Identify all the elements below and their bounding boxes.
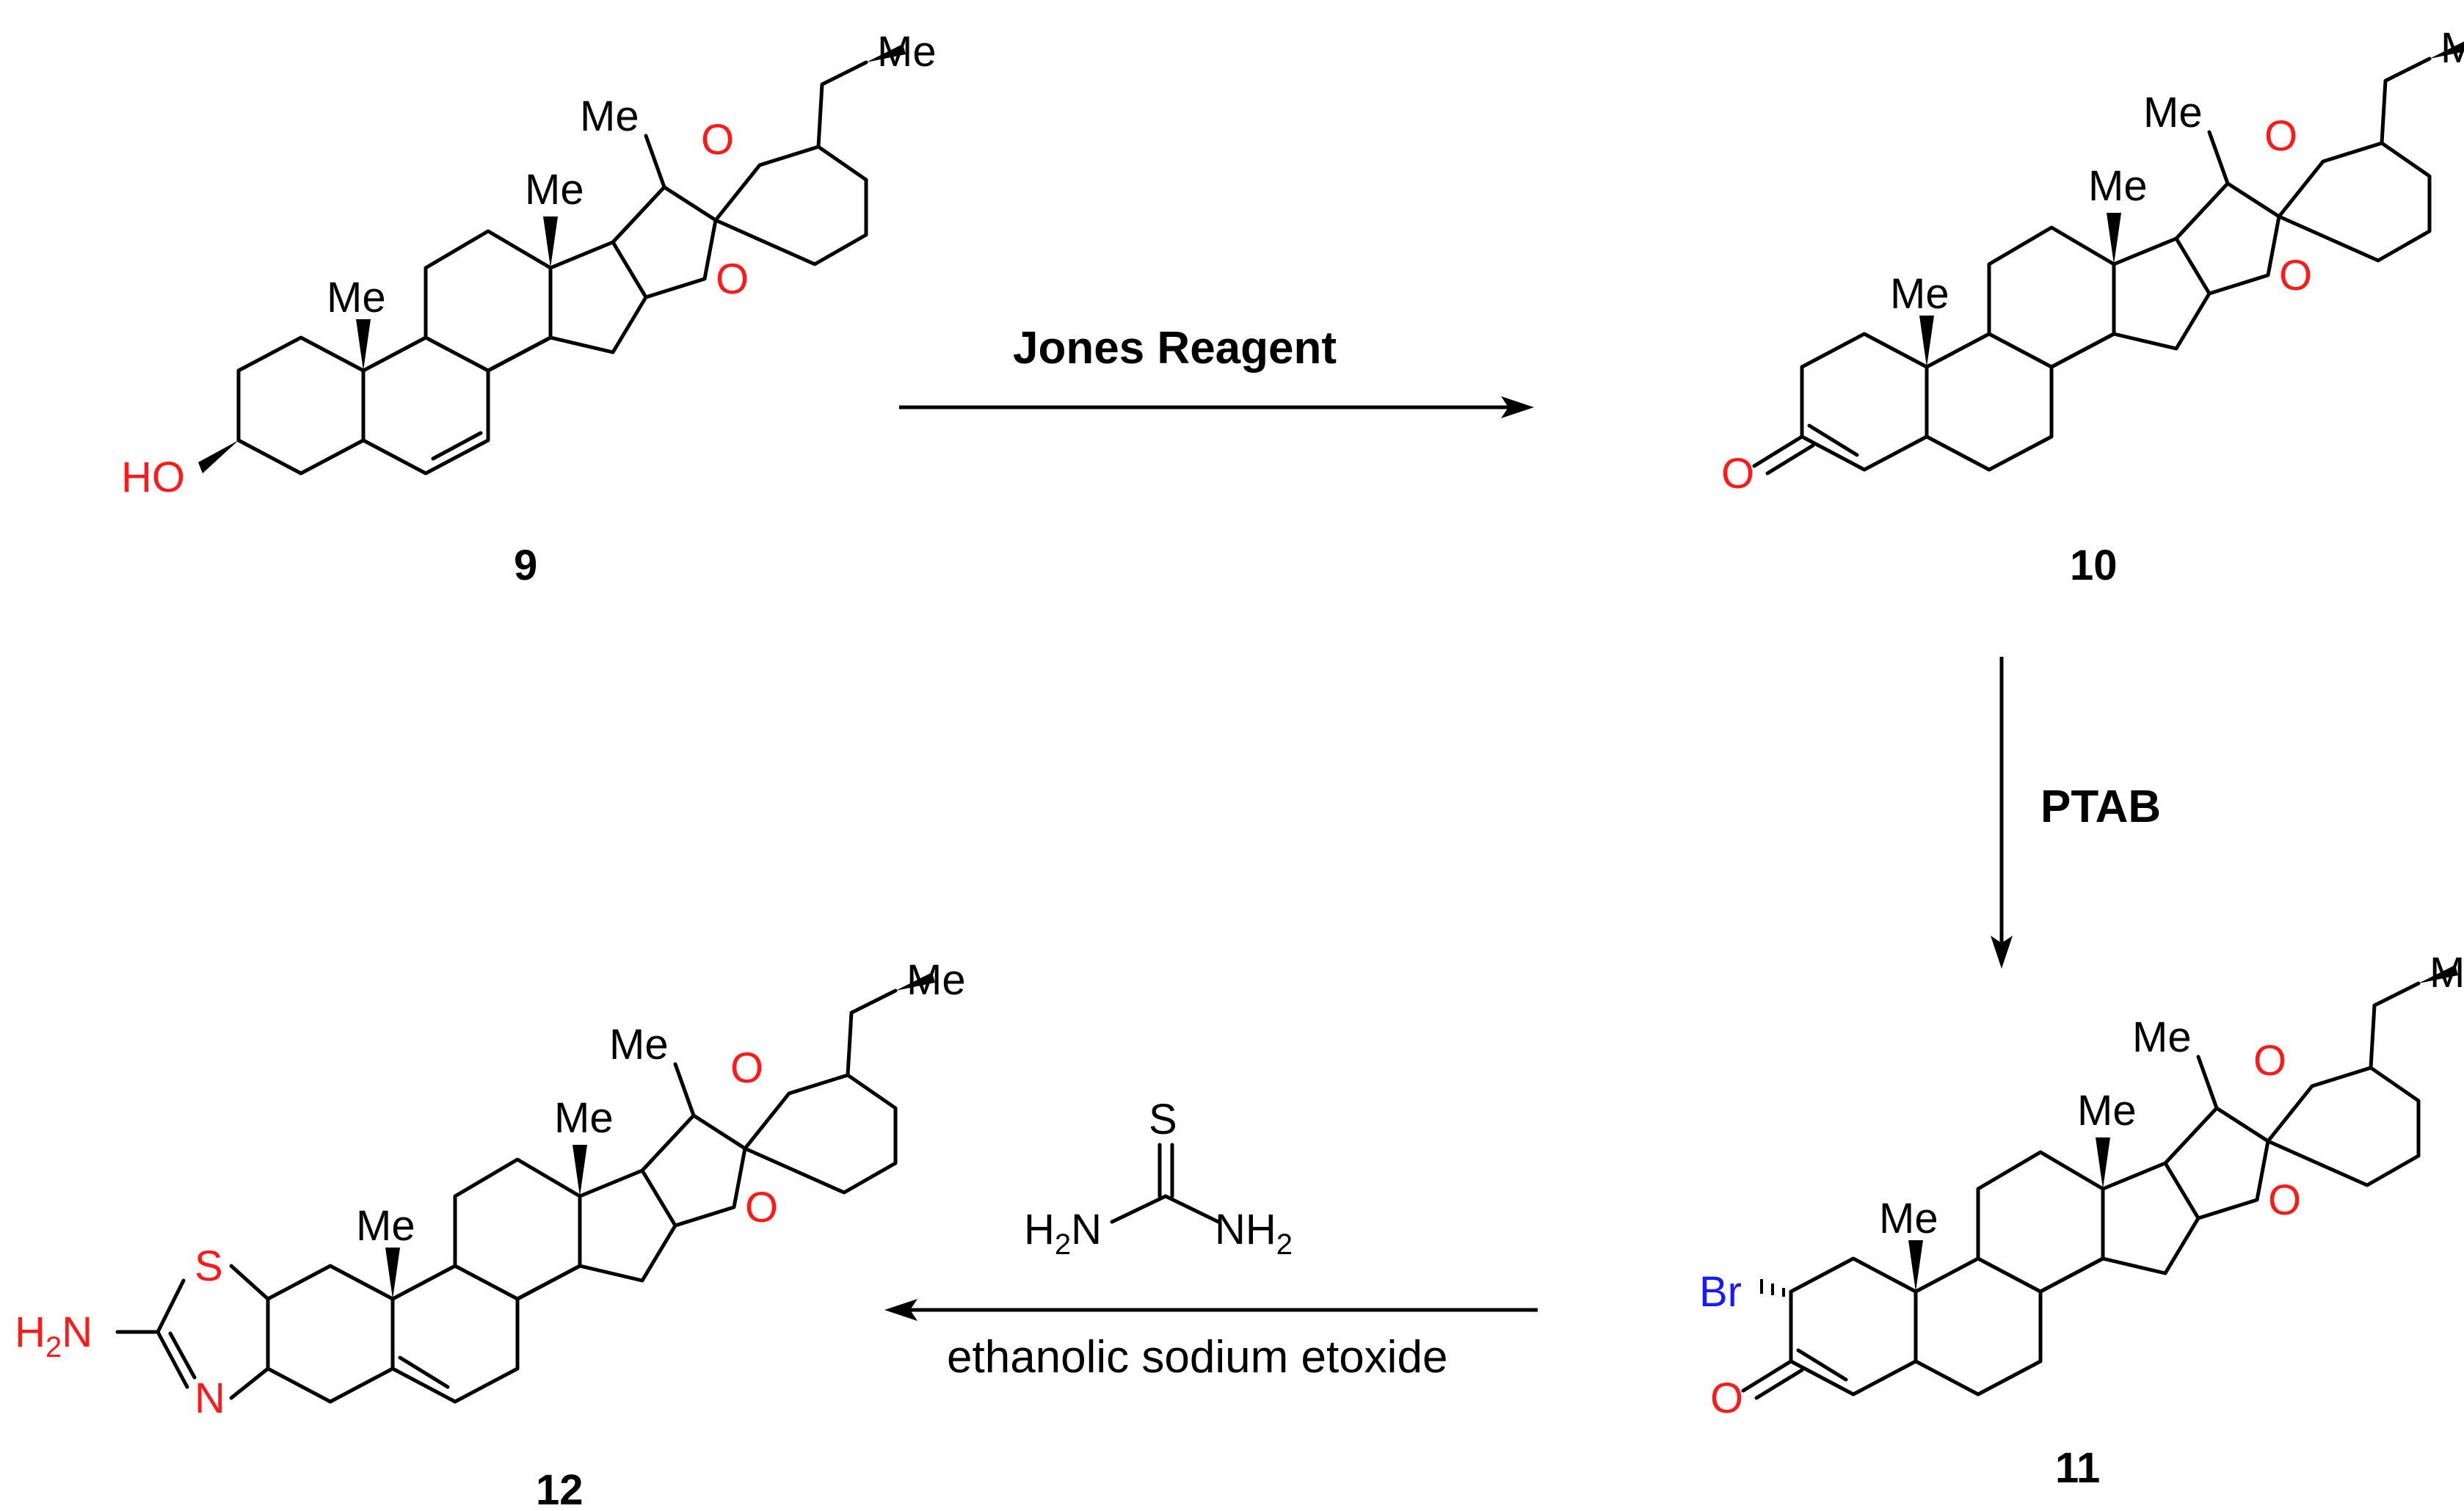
me-label: Me [2430,949,2464,997]
me-label: Me [906,956,966,1004]
nitrogen-label: N [195,1375,225,1422]
compound-number-10: 10 [2070,542,2118,589]
me-label: Me [1890,270,1949,318]
amine-label: H2N [15,1308,92,1363]
me-label: Me [2441,24,2464,72]
compound-number-11: 11 [2055,1444,2100,1492]
me-label: Me [2088,162,2148,210]
me-label: Me [1879,1195,1938,1242]
ketone-oxygen-label: O [1710,1375,1743,1422]
hydroxyl-label: HO [121,454,185,501]
compound-number-9: 9 [514,542,537,589]
reagent-label: Jones Reagent [1013,323,1337,374]
me-label: Me [554,1094,614,1142]
oxygen-label: O [716,255,749,303]
me-label: Me [2132,1013,2192,1061]
ketone-oxygen-label: O [1721,450,1754,498]
reaction-arrow-step3: ethanolic sodium etoxide [884,1299,1538,1383]
oxygen-label: O [730,1044,763,1092]
oxygen-label: O [745,1184,778,1231]
me-label: Me [525,166,584,214]
reaction-arrow-step1: Jones Reagent [899,323,1534,418]
compound-number-12: 12 [536,1466,584,1511]
me-label: Me [2077,1087,2137,1135]
oxygen-label: O [2279,252,2312,299]
reaction-arrow-step2: PTAB [1991,657,2161,969]
me-label: Me [580,92,639,140]
oxygen-label: O [2253,1037,2286,1085]
me-label: Me [877,28,937,76]
me-label: Me [327,274,386,321]
hashed-bond [1760,1279,1785,1297]
oxygen-label: O [701,116,734,164]
molecule-11: Me Me Me Me O O O Br 11 [1699,949,2464,1492]
oxygen-label: O [2264,112,2297,160]
me-label: Me [356,1202,415,1250]
amine-label: NH2 [1215,1206,1293,1261]
molecule-9-labels: Me Me Me Me O O HO 9 [121,28,937,589]
bromine-label: Br [1699,1268,1742,1316]
oxygen-label: O [2268,1176,2301,1224]
reagent-label: ethanolic sodium etoxide [947,1332,1447,1383]
amine-label: H2N [1024,1206,1102,1261]
sulfur-label: S [1149,1096,1177,1143]
me-label: Me [609,1021,669,1068]
molecule-12: Me Me Me Me O O S N H2N 12 [15,956,966,1511]
sulfur-label: S [195,1242,223,1290]
molecule-9-skeleton [110,15,1028,543]
me-label: Me [2143,89,2203,136]
thiourea-structure: S H2N NH2 [1024,1096,1293,1261]
reagent-label: PTAB [2040,782,2161,832]
molecule-10: Me Me Me Me O O O 10 [1721,24,2464,589]
